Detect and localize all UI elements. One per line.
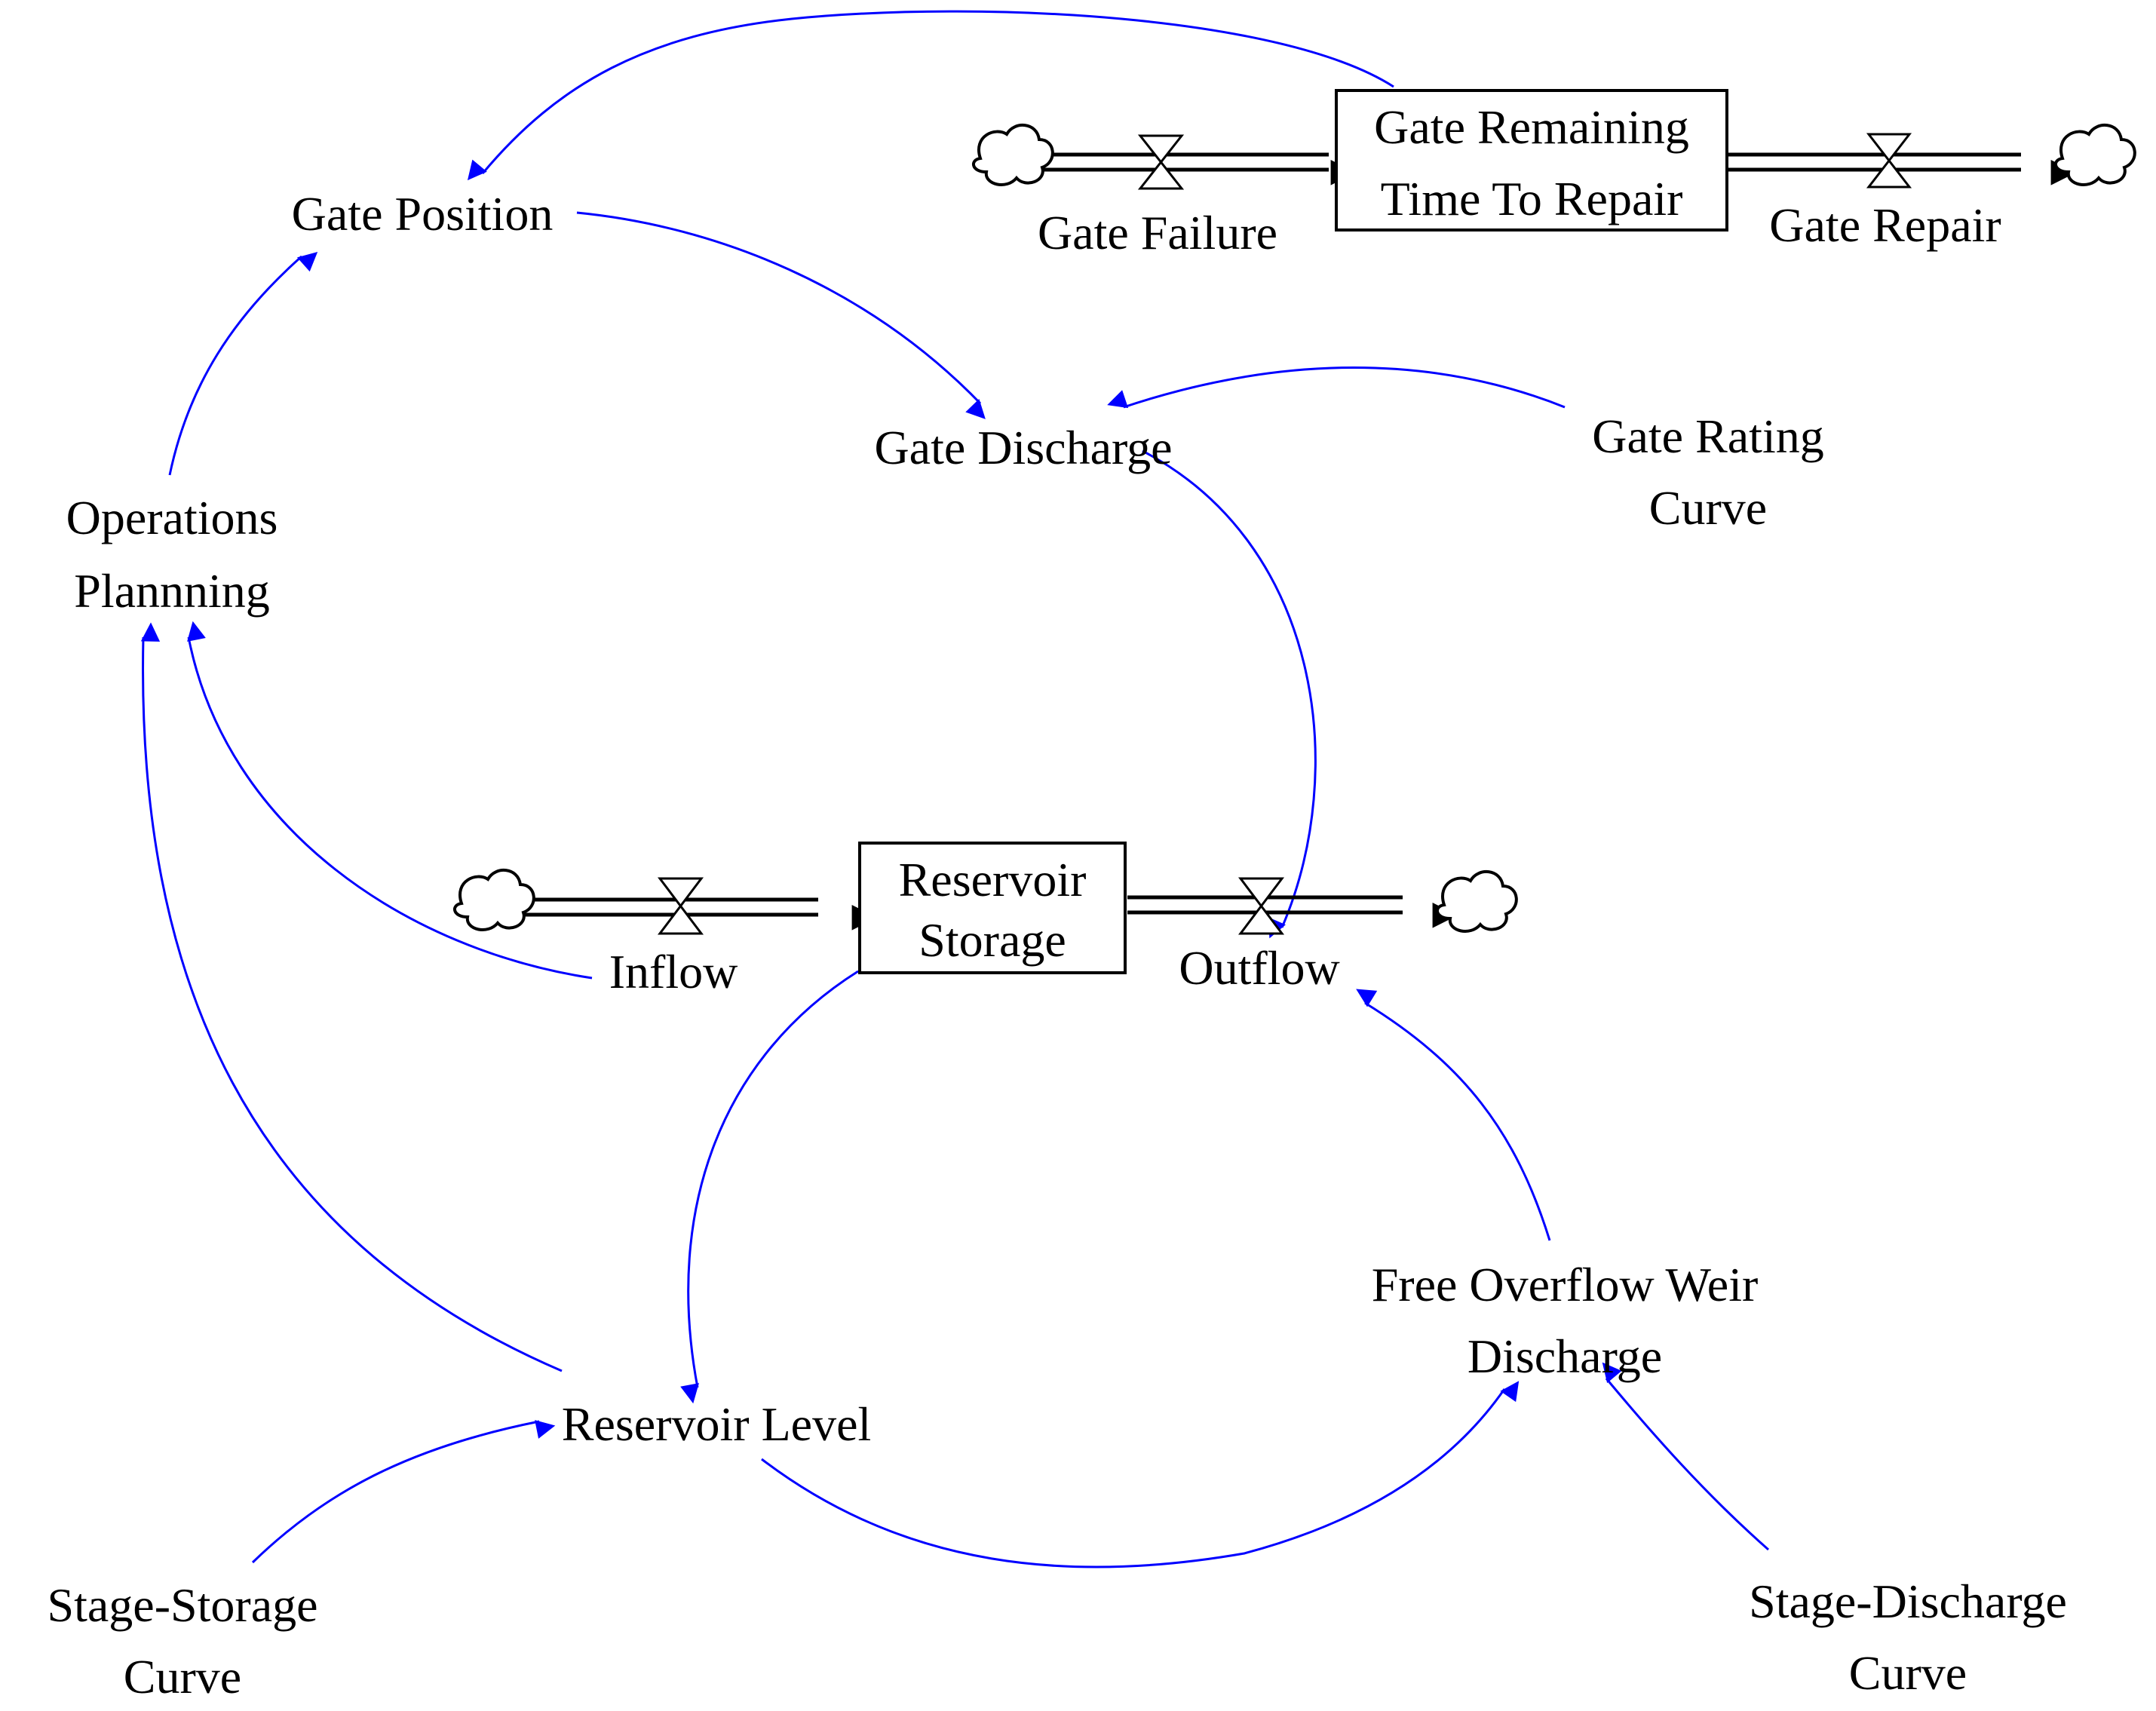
gate-failure-label: Gate Failure xyxy=(1038,206,1277,259)
outflow-sink-cloud xyxy=(1436,869,1518,933)
gate-failure-valve-icon xyxy=(1137,134,1185,190)
link-weir-to-outflow xyxy=(1356,989,1551,1241)
gate-failure-source-cloud xyxy=(972,123,1054,186)
inflow-label: Inflow xyxy=(609,945,738,998)
gate-position-label: Gate Position xyxy=(292,187,554,241)
link-stage-storage-to-reservoir-level xyxy=(251,1420,556,1564)
operations-planning-label-line1: Operations xyxy=(66,491,278,544)
link-stage-discharge-to-weir xyxy=(1602,1362,1769,1551)
gate-repair-valve-icon xyxy=(1866,133,1912,189)
link-gate-position-to-gate-discharge xyxy=(576,211,986,419)
clouds xyxy=(453,123,2136,933)
reservoir-storage-label-line2: Storage xyxy=(919,913,1066,967)
stage-storage-curve-label-line2: Curve xyxy=(124,1650,241,1703)
stage-discharge-curve-label-line1: Stage-Discharge xyxy=(1749,1575,2067,1628)
valves xyxy=(657,133,1912,935)
gate-repair-sink-cloud xyxy=(2054,123,2136,186)
link-reservoir-level-to-weir xyxy=(761,1381,1520,1568)
outflow-valve-icon xyxy=(1237,877,1285,935)
reservoir-storage-stock-box xyxy=(858,842,1127,974)
stage-discharge-curve-label-line2: Curve xyxy=(1849,1646,1967,1700)
link-gate-discharge-to-outflow xyxy=(1142,449,1317,939)
link-gate-rating-to-gate-discharge xyxy=(1107,366,1566,409)
operations-planning-label-line2: Plannning xyxy=(74,564,270,618)
reservoir-storage-label-line1: Reservoir xyxy=(899,853,1087,906)
inflow-source-cloud xyxy=(453,868,535,931)
gate-rating-curve-label-line1: Gate Rating xyxy=(1592,409,1823,463)
link-reservoir-level-to-operations xyxy=(140,622,563,1372)
inflow-valve-icon xyxy=(657,877,704,935)
flow-labels: Gate Failure Gate Repair Inflow Outflow xyxy=(609,198,2001,998)
outflow-label: Outflow xyxy=(1179,941,1339,995)
link-operations-to-gate-position xyxy=(168,252,318,476)
link-storage-to-reservoir-level xyxy=(680,970,859,1404)
link-gate-remaining-to-gate-position xyxy=(467,10,1394,181)
free-overflow-weir-label-line1: Free Overflow Weir xyxy=(1372,1258,1759,1311)
gate-rating-curve-label-line2: Curve xyxy=(1649,481,1767,535)
reservoir-level-label: Reservoir Level xyxy=(562,1397,872,1451)
variables: Gate Position Gate Discharge Gate Rating… xyxy=(48,187,2067,1703)
link-inflow-to-operations xyxy=(187,621,593,980)
stocks: Gate Remaining Time To Repair Reservoir … xyxy=(858,89,1728,974)
free-overflow-weir-label-line2: Discharge xyxy=(1467,1329,1662,1383)
gate-repair-label: Gate Repair xyxy=(1769,198,2001,252)
gate-remaining-stock-box xyxy=(1335,89,1728,232)
gate-discharge-label: Gate Discharge xyxy=(874,421,1172,474)
flow-pipes xyxy=(517,152,2077,931)
gate-remaining-label-line1: Gate Remaining xyxy=(1374,100,1689,154)
stage-storage-curve-label-line1: Stage-Storage xyxy=(48,1578,318,1632)
gate-remaining-label-line2: Time To Repair xyxy=(1381,172,1683,225)
causal-links xyxy=(140,10,1769,1568)
